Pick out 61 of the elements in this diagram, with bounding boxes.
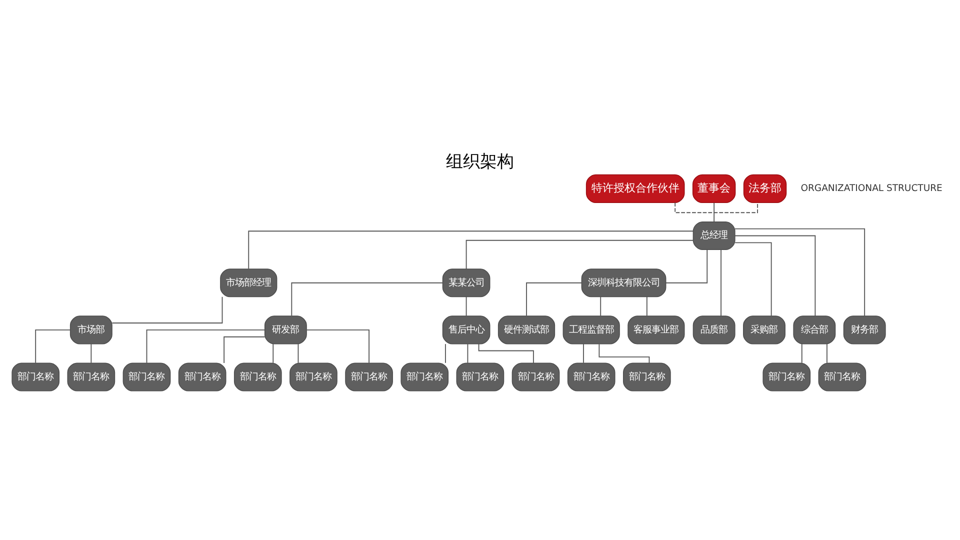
- node-box: 部门名称: [345, 362, 393, 391]
- node-box: 部门名称: [623, 362, 671, 391]
- node-box: 采购部: [743, 315, 786, 344]
- label: ORGANIZATIONAL STRUCTURE: [800, 182, 942, 194]
- connector: [646, 296, 648, 316]
- node-box: 硬件测试部: [498, 315, 556, 344]
- node-box: 特许授权合作伙伴: [586, 174, 685, 202]
- node-box: 部门名称: [512, 362, 560, 391]
- connector: [734, 234, 816, 316]
- node-box: 部门名称: [818, 362, 866, 391]
- connector: [826, 343, 828, 363]
- node-box: 董事会: [692, 174, 736, 202]
- node-box: 部门名称: [456, 362, 504, 391]
- connector: [224, 336, 266, 363]
- connector: [734, 228, 866, 316]
- node-box: 品质部: [692, 315, 736, 344]
- connector: [272, 343, 274, 363]
- node-box: 售后中心: [442, 315, 490, 344]
- connector: [146, 328, 266, 363]
- connector: [248, 230, 694, 269]
- connector: [478, 342, 534, 363]
- connector: [466, 296, 467, 316]
- connector: [112, 296, 223, 323]
- node-box: 深圳科技有限公司: [581, 268, 666, 297]
- node-box: 法务部: [743, 174, 787, 202]
- connector: [583, 343, 584, 363]
- node-box: 部门名称: [67, 362, 116, 391]
- node-box: 综合部: [793, 315, 836, 344]
- connector: [600, 296, 602, 316]
- node-box: 部门名称: [567, 362, 616, 391]
- connector: [306, 328, 370, 363]
- connector: [714, 202, 715, 222]
- connector: [445, 343, 446, 363]
- node-box: 部门名称: [12, 362, 60, 391]
- node-box: 总经理: [692, 220, 736, 250]
- connector: [665, 248, 708, 283]
- connector: [598, 343, 650, 364]
- node-box: 市场部经理: [220, 268, 278, 297]
- diagram-title: 组织架构: [446, 151, 514, 172]
- connector: [720, 248, 722, 316]
- connector: [467, 343, 468, 363]
- node-box: 财务部: [843, 315, 886, 344]
- connector: [526, 282, 582, 316]
- node-box: 部门名称: [400, 362, 449, 391]
- node-box: 部门名称: [290, 362, 338, 391]
- node-box: 部门名称: [122, 362, 171, 391]
- connector: [801, 343, 802, 363]
- node-box: 客服事业部: [628, 315, 685, 344]
- connector: [298, 343, 299, 363]
- node-box: 某某公司: [442, 268, 490, 297]
- connector: [734, 242, 772, 316]
- node-box: 研发部: [264, 315, 307, 344]
- connector: [466, 239, 694, 269]
- node-box: 工程监督部: [562, 315, 620, 344]
- node-box: 部门名称: [762, 362, 811, 391]
- connector: [291, 282, 444, 316]
- node-box: 部门名称: [178, 362, 226, 391]
- connector: [35, 328, 71, 363]
- connector: [90, 343, 92, 363]
- node-box: 部门名称: [234, 362, 282, 391]
- node-box: 市场部: [70, 315, 112, 344]
